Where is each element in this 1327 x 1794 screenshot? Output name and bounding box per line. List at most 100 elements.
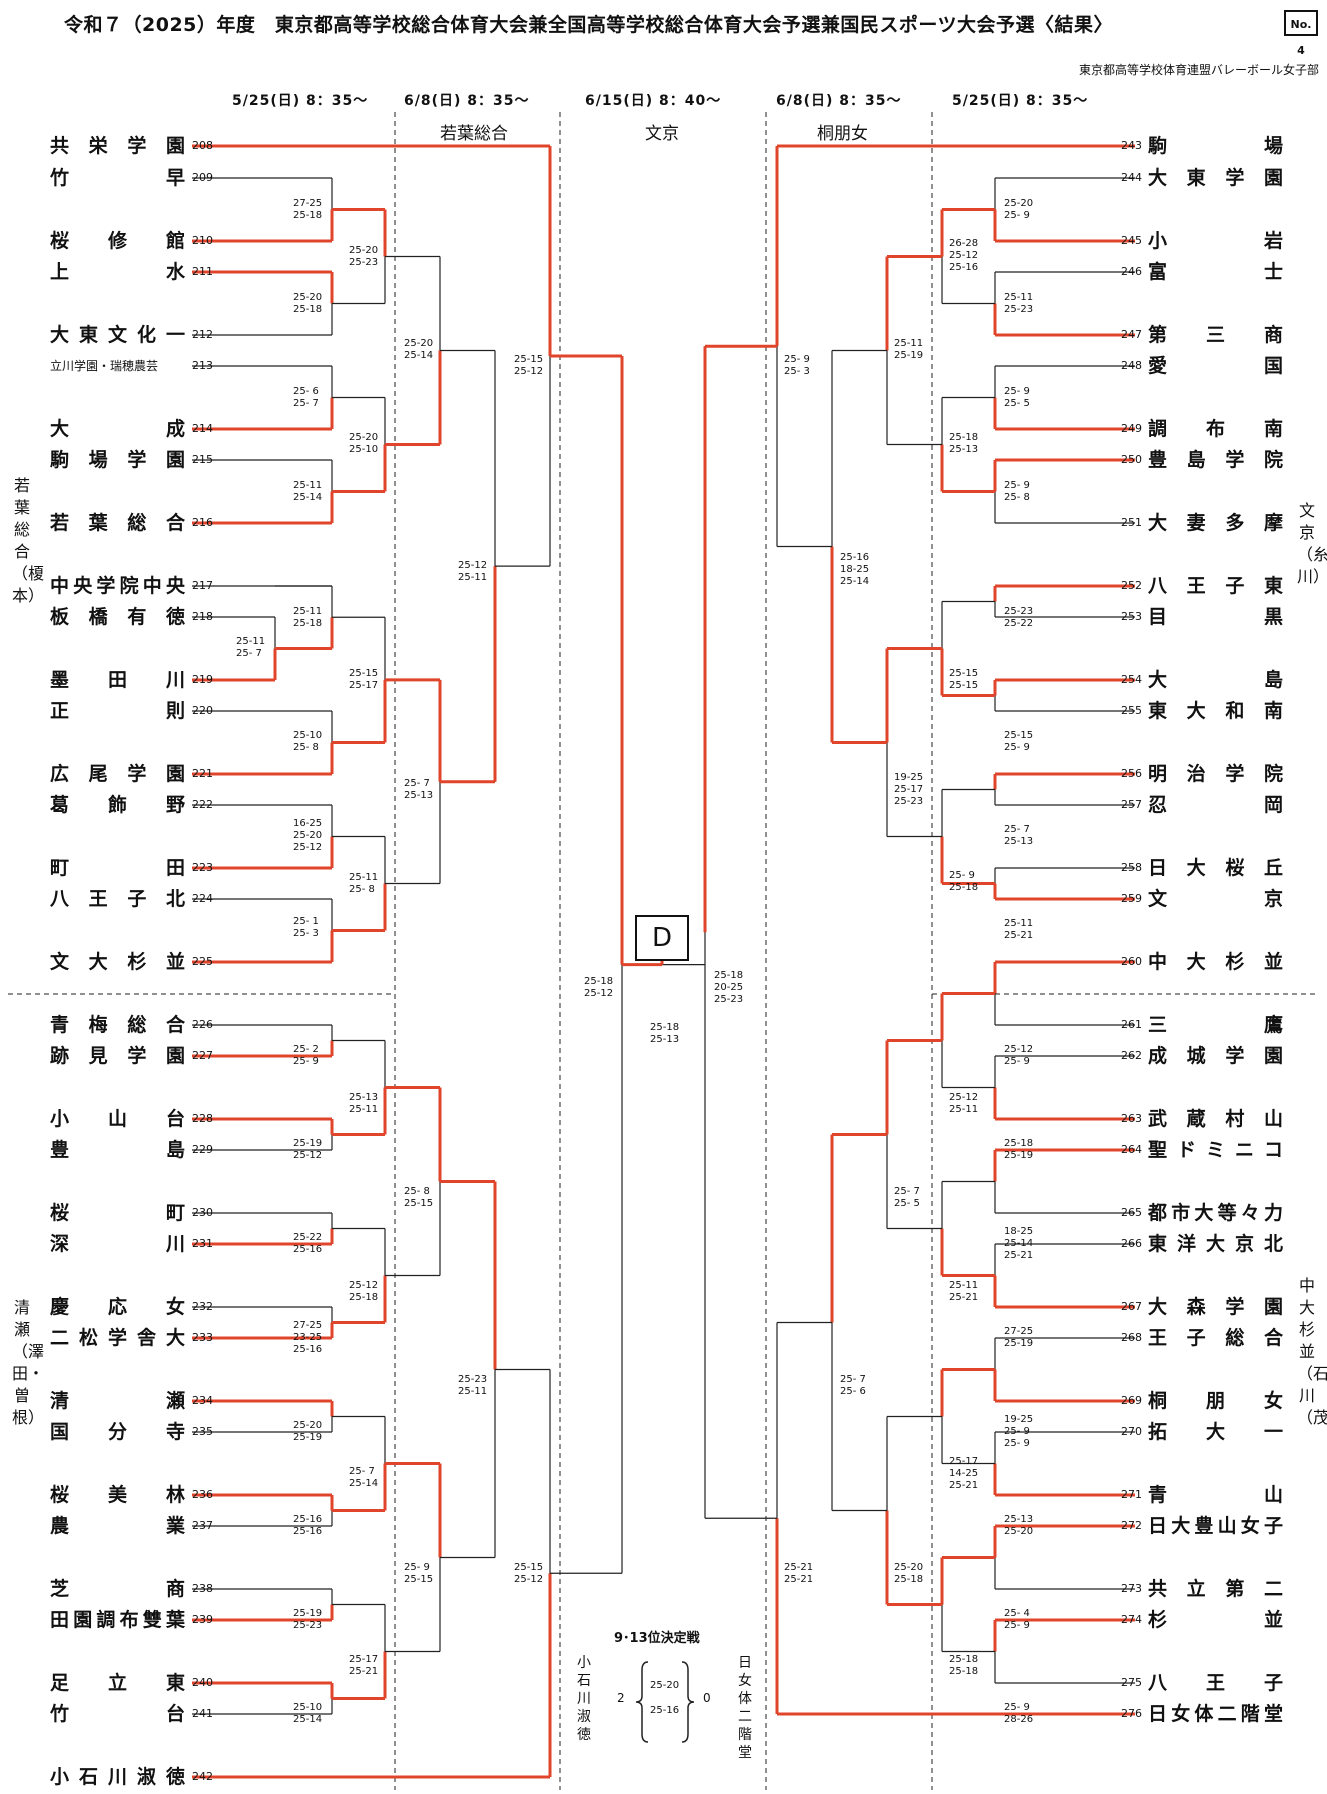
team-number: 266 [1121, 1237, 1142, 1250]
round-date-final: 6/15(日) 8：40～ [585, 93, 722, 109]
team-number: 228 [192, 1112, 213, 1125]
team-name: 桜美林 [50, 1484, 185, 1506]
match-score: 25- 7 25-13 [1004, 824, 1034, 847]
team-name: 広尾学園 [50, 763, 185, 785]
match-score: 25- 9 25-18 [949, 870, 979, 893]
team-number: 227 [192, 1049, 213, 1062]
team-name: 葛飾野 [50, 794, 185, 816]
team-name: 豊島 [50, 1139, 185, 1161]
team-name: 東大和南 [1148, 700, 1283, 722]
match-score: 25-15 25- 9 [1004, 730, 1034, 753]
match-score: 25-18 25-12 [584, 976, 614, 999]
match-score: 25-12 25-11 [949, 1092, 979, 1115]
match-score: 25-10 25-14 [293, 1702, 323, 1725]
team-number: 210 [192, 234, 213, 247]
team-number: 252 [1121, 579, 1142, 592]
team-number: 229 [192, 1143, 213, 1156]
match-score: 25-19 25-23 [293, 1608, 323, 1631]
team-name: 共立第二 [1148, 1578, 1283, 1600]
team-name: 三鷹 [1148, 1014, 1283, 1036]
match-score: 25- 4 25- 9 [1004, 1608, 1030, 1631]
team-number: 238 [192, 1582, 213, 1595]
team-number: 265 [1121, 1206, 1142, 1219]
team-name: 日大豊山女子 [1148, 1515, 1283, 1537]
team-name: 富士 [1148, 261, 1283, 283]
placement-brace-left [635, 1661, 649, 1743]
placement-left-sets: 2 [617, 1691, 625, 1705]
team-number: 259 [1121, 892, 1142, 905]
team-name: 駒場学園 [50, 449, 185, 471]
venue-left: 若葉総合 [440, 124, 508, 144]
match-score: 25-16 25-16 [293, 1514, 323, 1537]
team-name: 国分寺 [50, 1421, 185, 1443]
team-name: 成城学園 [1148, 1045, 1283, 1067]
match-score: 18-25 25-14 25-21 [1004, 1226, 1034, 1261]
team-name: 青梅総合 [50, 1014, 185, 1036]
match-score: 25-11 25-21 [949, 1280, 979, 1303]
match-score: 25- 7 25-13 [404, 778, 434, 801]
team-number: 215 [192, 453, 213, 466]
team-number: 246 [1121, 265, 1142, 278]
match-score: 25-18 20-25 25-23 [714, 970, 744, 1005]
match-score: 25-21 25-21 [784, 1562, 814, 1585]
match-score: 25- 2 25- 9 [293, 1044, 319, 1067]
team-name: 若葉総合 [50, 512, 185, 534]
team-name: 豊島学院 [1148, 449, 1283, 471]
team-name: 立川学園・瑞穂農芸 [50, 359, 159, 373]
team-number: 274 [1121, 1613, 1142, 1626]
round-date-left-r3: 6/8(日) 8：35～ [404, 93, 530, 109]
team-number: 253 [1121, 610, 1142, 623]
team-name: 深川 [50, 1233, 185, 1255]
team-name: 小石川淑徳 [50, 1766, 185, 1788]
match-score: 25- 1 25- 3 [293, 916, 319, 939]
team-name: 正則 [50, 700, 185, 722]
match-score: 25-23 25-22 [1004, 606, 1034, 629]
team-name: 日女体二階堂 [1148, 1703, 1283, 1725]
team-name: 王子総合 [1148, 1327, 1283, 1349]
match-score: 25- 7 25-14 [349, 1466, 379, 1489]
team-name: 武蔵村山 [1148, 1108, 1283, 1130]
match-score: 25-11 25-21 [1004, 918, 1034, 941]
team-number: 214 [192, 422, 213, 435]
match-score: 25-20 25- 9 [1004, 198, 1034, 221]
team-number: 258 [1121, 861, 1142, 874]
side-venue-left-top: 若葉総合（榎本） [12, 476, 45, 605]
team-name: 第三商 [1148, 324, 1283, 346]
team-name: 聖ドミニコ [1148, 1139, 1283, 1161]
team-number: 254 [1121, 673, 1142, 686]
match-score: 25- 9 25- 8 [1004, 480, 1030, 503]
team-name: 日大桜丘 [1148, 857, 1283, 879]
team-number: 223 [192, 861, 213, 874]
team-number: 224 [192, 892, 213, 905]
placement-set2: 25-16 [650, 1705, 680, 1716]
team-number: 239 [192, 1613, 213, 1626]
team-number: 257 [1121, 798, 1142, 811]
team-number: 269 [1121, 1394, 1142, 1407]
match-score: 25-20 25-23 [349, 245, 379, 268]
team-number: 244 [1121, 171, 1142, 184]
team-name: 文大杉並 [50, 951, 185, 973]
team-number: 217 [192, 579, 213, 592]
match-score: 25-12 25-18 [349, 1280, 379, 1303]
team-number: 230 [192, 1206, 213, 1219]
team-name: 明治学院 [1148, 763, 1283, 785]
team-number: 225 [192, 955, 213, 968]
team-name: 八王子 [1148, 1672, 1283, 1694]
team-name: 杉並 [1148, 1609, 1283, 1631]
match-score: 27-25 25-18 [293, 198, 323, 221]
team-name: 跡見学園 [50, 1045, 185, 1067]
match-score: 25-12 25- 9 [1004, 1044, 1034, 1067]
team-number: 236 [192, 1488, 213, 1501]
match-score: 25-18 25-19 [1004, 1138, 1034, 1161]
match-score: 25-12 25-11 [458, 560, 488, 583]
team-number: 233 [192, 1331, 213, 1344]
team-name: 小山台 [50, 1108, 185, 1130]
team-name: 東洋大京北 [1148, 1233, 1283, 1255]
team-name: 桐朋女 [1148, 1390, 1283, 1412]
team-number: 263 [1121, 1112, 1142, 1125]
match-score: 25-19 25-12 [293, 1138, 323, 1161]
match-score: 25- 6 25- 7 [293, 386, 319, 409]
team-name: 大妻多摩 [1148, 512, 1283, 534]
match-score: 25-13 25-11 [349, 1092, 379, 1115]
team-name: 青山 [1148, 1484, 1283, 1506]
